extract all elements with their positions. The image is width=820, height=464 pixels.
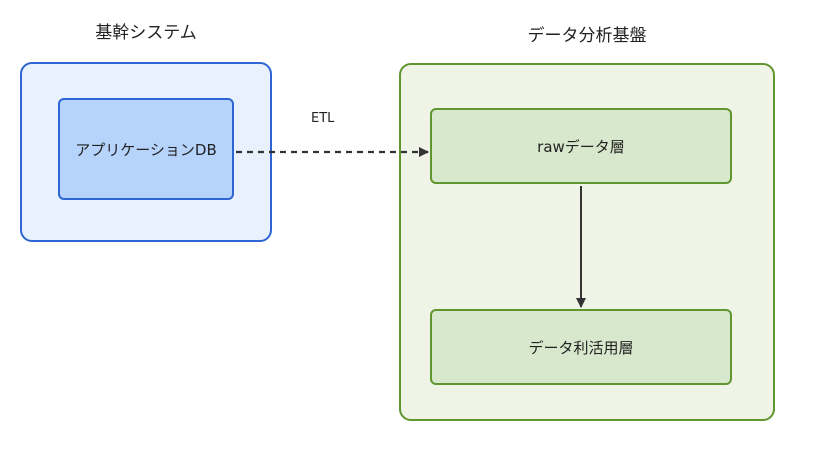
raw-data-layer-label: rawデータ層 <box>537 137 625 156</box>
data-utilization-layer-label: データ利活用層 <box>528 338 634 357</box>
core-system-title: 基幹システム <box>95 23 197 43</box>
application-db-label: アプリケーションDB <box>75 140 217 159</box>
application-db-node[interactable]: アプリケーションDB <box>58 98 234 200</box>
raw-data-layer-node[interactable]: rawデータ層 <box>430 108 732 184</box>
etl-edge-label: ETL <box>311 111 335 126</box>
data-platform-title: データ分析基盤 <box>527 26 647 46</box>
data-utilization-layer-node[interactable]: データ利活用層 <box>430 309 732 385</box>
